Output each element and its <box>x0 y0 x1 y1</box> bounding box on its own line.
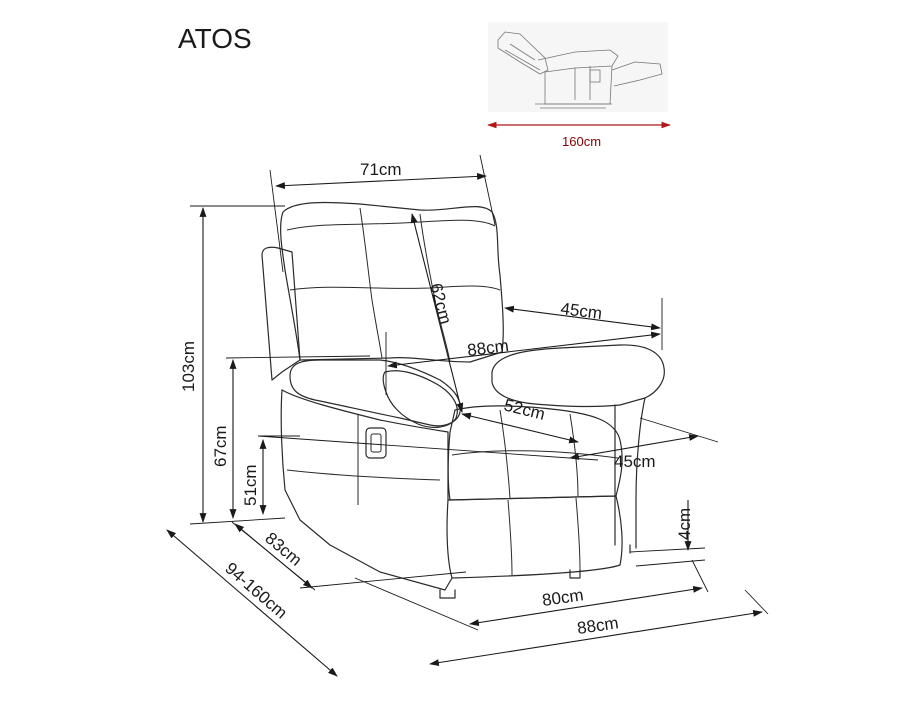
seat-width-line <box>569 434 699 460</box>
seat-depth-line <box>461 412 579 444</box>
width-total-line <box>429 609 763 667</box>
width-total-label: 88cm <box>576 613 620 638</box>
inset-length-label: 160cm <box>562 134 601 149</box>
armrest-depth-line <box>504 305 661 331</box>
back-width-line <box>275 172 487 190</box>
seat-height-label: 51cm <box>241 464 260 506</box>
total-height-label: 103cm <box>179 341 198 392</box>
depth-reclined-label: 94-160cm <box>221 559 291 623</box>
back-height-line <box>410 213 464 413</box>
leg-height-label: 4cm <box>675 508 694 540</box>
depth-reclined-line <box>166 529 338 677</box>
width-front-label: 80cm <box>541 585 585 610</box>
seat-width-label: 45cm <box>614 452 656 471</box>
back-height-label: 62cm <box>426 281 455 326</box>
reclined-chair-thumbnail <box>488 22 668 112</box>
seat-depth-label: 52cm <box>502 395 547 423</box>
armrest-height-label: 67cm <box>211 425 230 467</box>
armchair-drawing <box>261 201 665 599</box>
recline-handle-icon <box>365 427 387 459</box>
back-width-label: 71cm <box>360 160 402 179</box>
armrest-depth-label: 45cm <box>560 299 604 323</box>
product-title: ATOS <box>178 23 252 54</box>
width-armrests-line <box>387 331 661 369</box>
width-armrests-label: 88cm <box>466 336 510 360</box>
